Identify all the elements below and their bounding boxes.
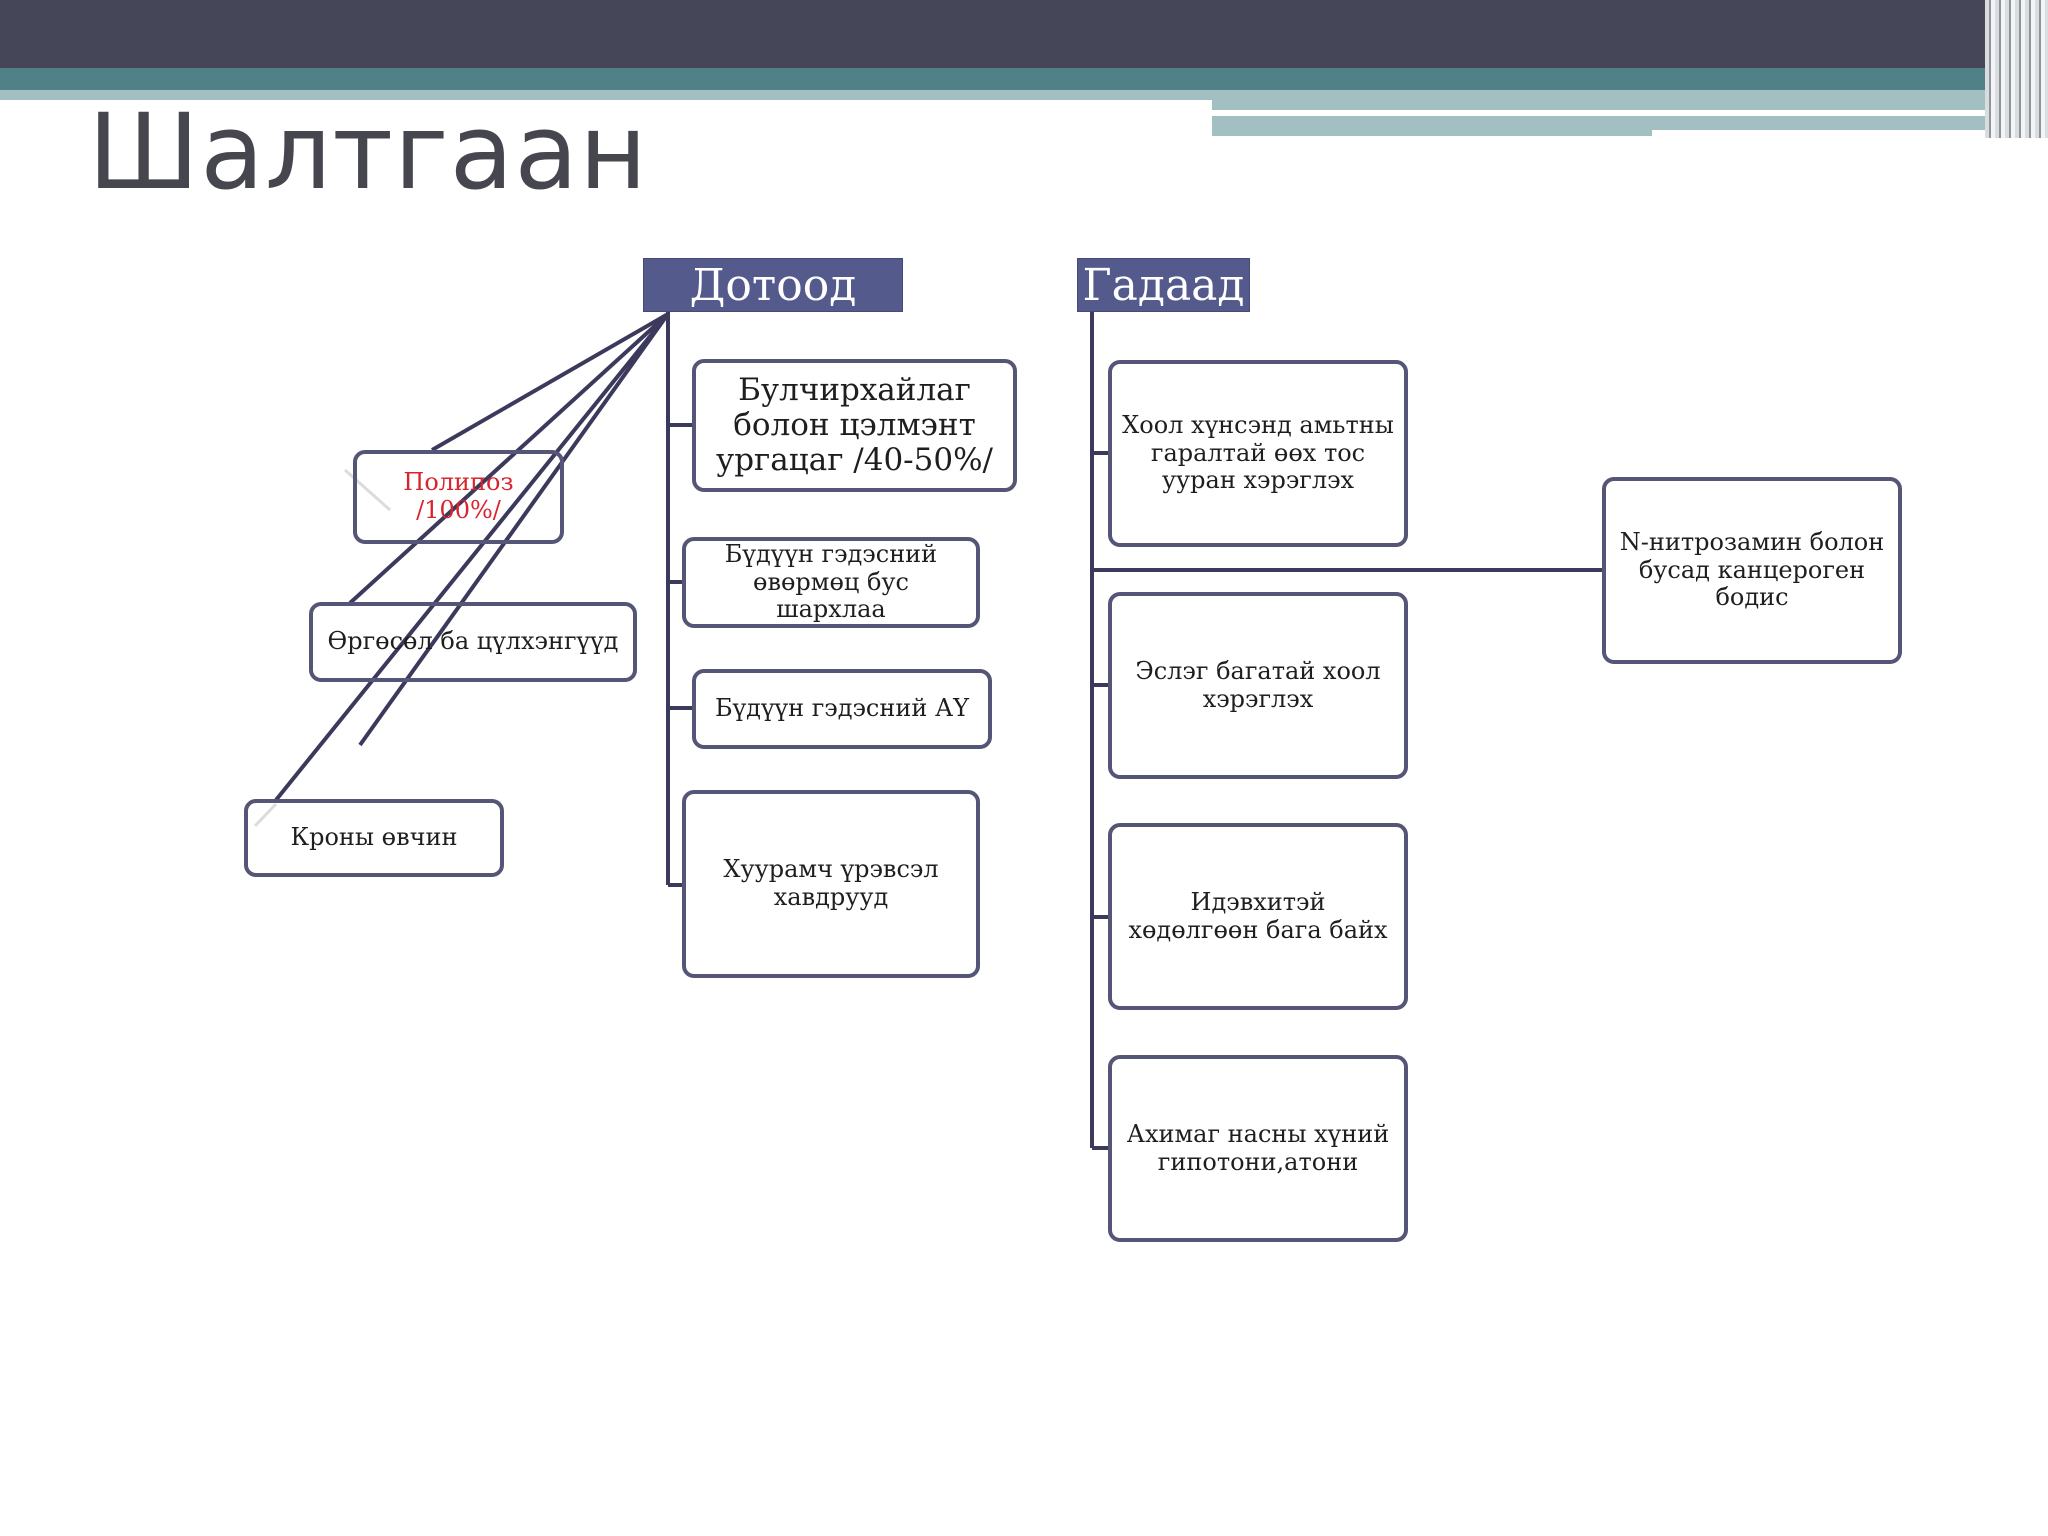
box-low-fiber: Эслэг багатай хоол хэрэглэх bbox=[1108, 592, 1408, 779]
corner-stripes bbox=[1985, 0, 2048, 138]
header-internal: Дотоод bbox=[643, 258, 903, 312]
accent-band-white-notch bbox=[1652, 130, 2012, 138]
box-ulcerative-colitis: Бүдүүн гэдэсний өвөрмөц бус шархлаа bbox=[682, 537, 980, 628]
box-colon-au: Бүдүүн гэдэсний АҮ bbox=[692, 669, 992, 749]
accent-band-light-left bbox=[0, 90, 1212, 100]
box-polypoz: Полипоз /100%/ bbox=[353, 450, 564, 544]
top-band bbox=[0, 0, 2048, 68]
accent-band-light-right bbox=[1212, 90, 2012, 110]
diagonal-cross bbox=[358, 312, 670, 747]
accent-band-teal bbox=[0, 68, 2048, 90]
header-external: Гадаад bbox=[1077, 258, 1250, 312]
box-nitrosamine: N-нитрозамин болон бусад канцероген боди… bbox=[1602, 477, 1902, 664]
diagonal-ergesel bbox=[348, 312, 670, 605]
accent-line-white bbox=[1212, 110, 1898, 116]
box-elderly-hypotonia: Ахимаг насны хүний гипотони,атони bbox=[1108, 1055, 1408, 1242]
box-ergesel: Өргөсөл ба цүлхэнгүүд bbox=[309, 602, 637, 682]
box-crohn: Кроны өвчин bbox=[244, 799, 504, 877]
diagonal-crohn bbox=[274, 312, 670, 802]
box-pseudo-tumors: Хуурамч үрэвсэл хавдрууд bbox=[682, 790, 980, 978]
diagonal-polypoz bbox=[431, 312, 669, 452]
faint-diagonal-1 bbox=[344, 468, 391, 512]
faint-diagonal-2 bbox=[253, 802, 278, 828]
box-low-activity: Идэвхитэй хөдөлгөөн бага байх bbox=[1108, 823, 1408, 1010]
box-adenoma: Булчирхайлаг болон цэлмэнт ургацаг /40-5… bbox=[692, 359, 1017, 492]
slide-title: Шалтгаан bbox=[88, 91, 649, 213]
box-animal-fat: Хоол хүнсэнд амьтны гаралтай өөх тос уур… bbox=[1108, 360, 1408, 547]
